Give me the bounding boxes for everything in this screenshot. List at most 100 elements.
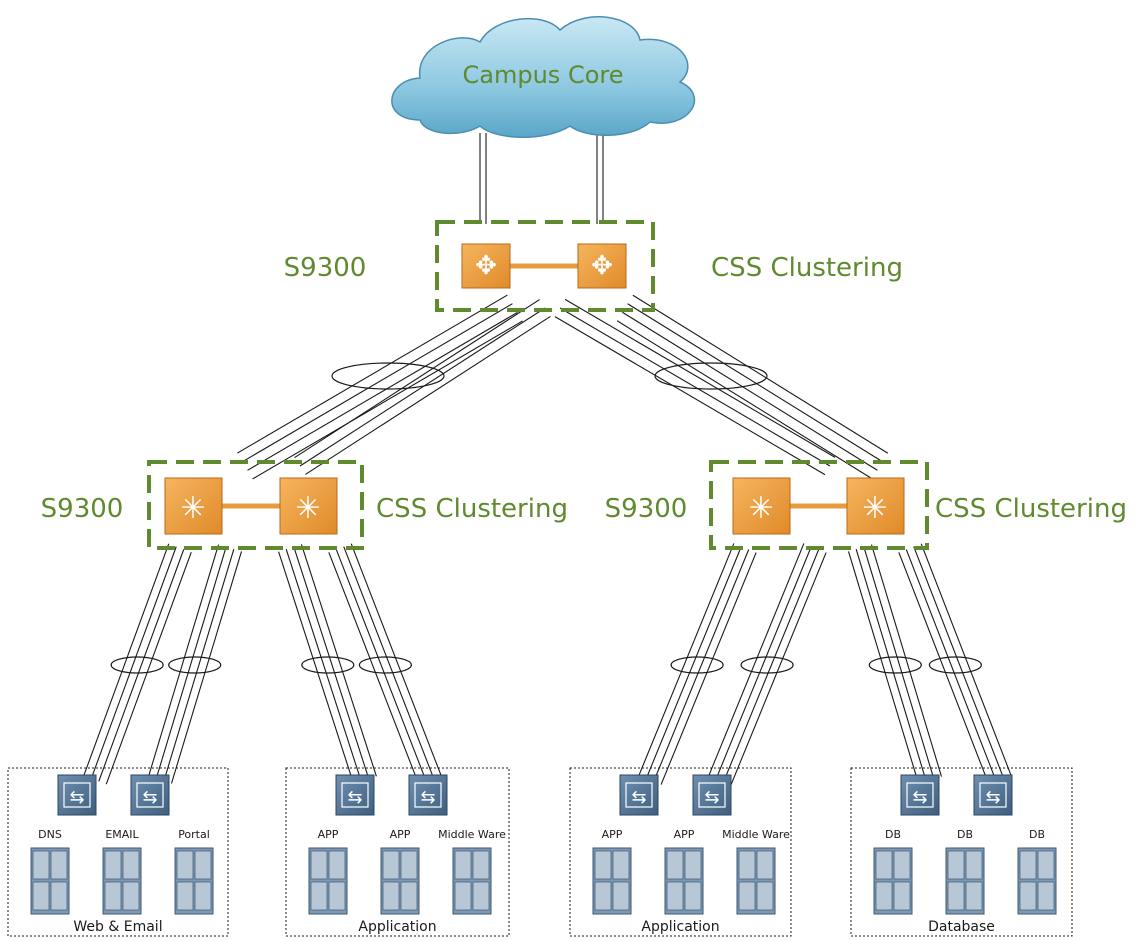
link-line [898, 552, 990, 785]
server-icon [30, 847, 70, 915]
access-switch-icon: ⇆ [408, 774, 448, 816]
link-line [83, 543, 170, 777]
switch-star-icon: ✳ [862, 491, 887, 526]
server-icon [736, 847, 776, 915]
link-line [163, 548, 235, 782]
access-switch-icon: ⇆ [900, 774, 940, 816]
dist-left-cluster-label: CSS Clustering [376, 494, 568, 524]
link-line [622, 311, 878, 471]
svg-text:⇆: ⇆ [631, 787, 646, 808]
link-line [343, 546, 435, 779]
link-line [855, 548, 927, 782]
switch-star-icon: ✳ [295, 491, 320, 526]
access-switch-icon: ⇆ [692, 774, 732, 816]
link-line [247, 311, 518, 471]
dist-right-switch-b: ✳ [846, 477, 905, 535]
access-switch-icon: ⇆ [335, 774, 375, 816]
server-label: EMAIL [105, 828, 139, 841]
switch-star-icon: ✳ [180, 491, 205, 526]
svg-text:⇆: ⇆ [912, 787, 927, 808]
svg-text:⇆: ⇆ [704, 787, 719, 808]
server-icon [452, 847, 492, 915]
access-switch-icon: ⇆ [973, 774, 1013, 816]
svg-text:⇆: ⇆ [985, 787, 1000, 808]
link-line [632, 294, 889, 454]
dist-right-cluster-label: CSS Clustering [935, 494, 1127, 524]
link-line [90, 546, 177, 779]
server-label: Middle Ware [722, 828, 790, 841]
link-line [242, 303, 513, 463]
agg-cluster-box [435, 220, 655, 312]
server-icon [174, 847, 214, 915]
server-label: DB [885, 828, 901, 841]
dist-right-cluster-box [709, 460, 929, 550]
link-line [299, 307, 546, 467]
link-line [863, 546, 935, 780]
link-line [554, 316, 826, 476]
link-aggregation-ellipse [110, 656, 164, 674]
link-line [237, 294, 508, 454]
link-line [708, 543, 805, 776]
link-line [559, 307, 831, 467]
server-label: DNS [38, 828, 62, 841]
dist-right-switch-a: ✳ [732, 477, 791, 535]
link-line [715, 546, 812, 779]
server-group-label: Application [641, 919, 719, 935]
dist-left-switch-b: ✳ [279, 477, 338, 535]
cloud-icon [391, 16, 696, 138]
svg-text:⇆: ⇆ [420, 787, 435, 808]
server-icon [873, 847, 913, 915]
server-group-box [850, 767, 1073, 937]
link-aggregation-ellipse [928, 656, 982, 674]
link-line [294, 299, 540, 459]
server-label: Middle Ware [438, 828, 506, 841]
dist-left-cluster-box [147, 460, 364, 550]
access-switch-icon: ⇆ [57, 774, 97, 816]
link-line [285, 549, 362, 782]
dist-left-switch-a: ✳ [164, 477, 223, 535]
server-icon [380, 847, 420, 915]
svg-text:⇆: ⇆ [142, 787, 157, 808]
link-line [723, 549, 820, 782]
link-line [293, 546, 370, 779]
link-line [300, 544, 377, 777]
server-group-box [7, 767, 229, 937]
link-line [660, 552, 757, 785]
link-line [627, 303, 883, 463]
link-line [98, 549, 185, 782]
link-line [305, 315, 551, 475]
link-aggregation-ellipse [670, 656, 724, 674]
link-line [278, 551, 355, 784]
link-line [335, 549, 427, 782]
link-line [653, 549, 750, 782]
link-line [147, 544, 220, 777]
server-label: DB [1029, 828, 1045, 841]
link-line [913, 546, 1005, 779]
server-icon [102, 847, 142, 915]
agg-cluster: ✥ ✥ S9300 CSS Clustering [284, 220, 903, 312]
server-group-box [569, 767, 792, 937]
link-line [616, 320, 873, 480]
link-line [252, 320, 523, 480]
link-line [638, 543, 735, 776]
link-aggregation-ellipse [740, 656, 794, 674]
server-icon [664, 847, 704, 915]
switch-star-icon: ✳ [748, 491, 773, 526]
agg-router-right: ✥ [577, 243, 627, 289]
server-label: APP [674, 828, 695, 841]
link-line [170, 551, 243, 784]
server-icon [945, 847, 985, 915]
link-line [645, 546, 742, 779]
link-line [847, 551, 920, 784]
link-aggregation-ellipse [358, 656, 412, 674]
link-line [105, 551, 192, 785]
link-aggregation-ellipse [301, 656, 355, 674]
campus-core-label: Campus Core [463, 61, 624, 89]
link-aggregation-ellipse [868, 656, 922, 674]
server-label: Portal [178, 828, 210, 841]
